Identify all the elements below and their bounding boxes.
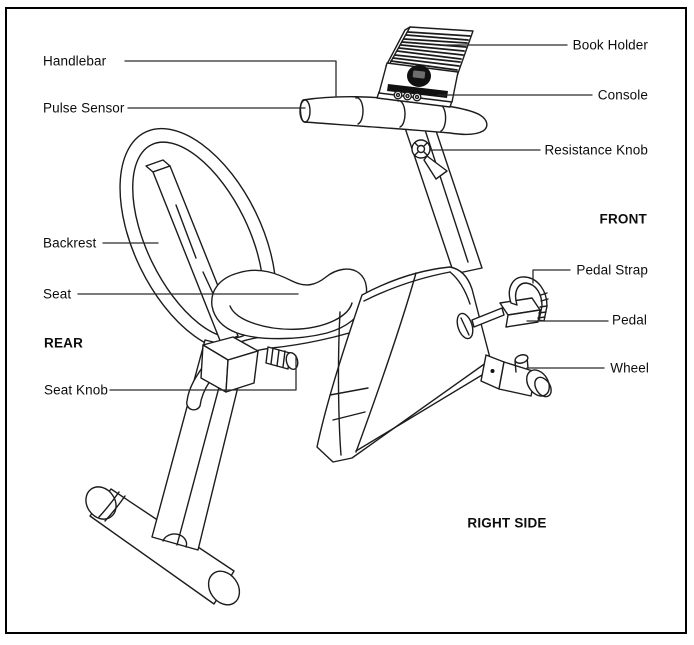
label-seat-knob: Seat Knob: [44, 382, 108, 398]
label-resistance-knob: Resistance Knob: [544, 142, 648, 158]
seat-knob-shape: [265, 346, 299, 371]
label-book-holder: Book Holder: [572, 37, 648, 53]
console-shape: [376, 62, 459, 108]
label-front: FRONT: [599, 211, 647, 227]
label-rear: REAR: [44, 335, 84, 351]
wheel-shape: [514, 354, 529, 373]
handlebar-leader-line: [124, 60, 337, 98]
label-pulse-sensor: Pulse Sensor: [43, 100, 125, 116]
pedal-strap-shape: [508, 276, 549, 322]
label-handlebar: Handlebar: [43, 53, 107, 69]
front-stabilizer-shape: [480, 354, 552, 398]
pedal-strap-leader-line: [532, 269, 571, 284]
resistance-knob-shape: [411, 139, 448, 180]
label-right-side: RIGHT SIDE: [467, 515, 547, 531]
label-pedal-strap: Pedal Strap: [576, 262, 648, 278]
label-backrest: Backrest: [43, 235, 97, 251]
seat-carriage-shape: [200, 336, 259, 393]
seat-shape: [211, 268, 368, 340]
body-shroud-shape: [316, 266, 491, 463]
seat-knob-leader-line: [109, 355, 297, 391]
label-console: Console: [597, 87, 648, 103]
label-wheel: Wheel: [610, 360, 649, 376]
label-seat: Seat: [43, 286, 72, 302]
label-pedal: Pedal: [611, 312, 647, 328]
pedal-crank-shape: [456, 297, 541, 340]
rear-stabilizer-shape: [85, 486, 241, 606]
page-border: [5, 7, 687, 634]
